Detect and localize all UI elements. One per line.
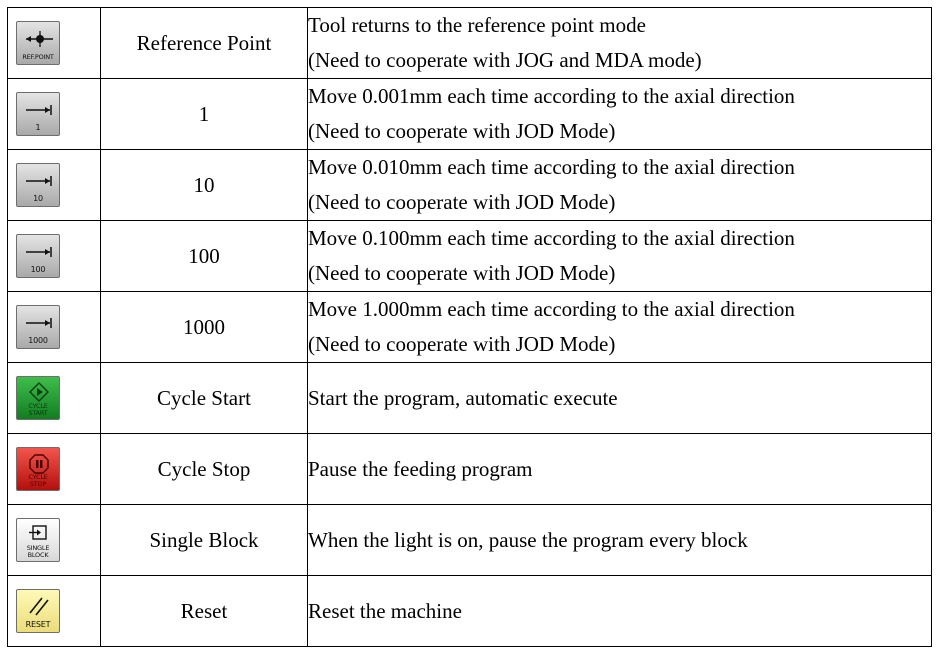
step-1000-icon: 1000 [16,305,60,349]
key-description: Pause the feeding program [307,433,932,505]
key-label-line: START [28,409,48,417]
description-line: (Need to cooperate with JOG and MDA mode… [308,48,702,72]
key-label: 1000 [28,336,48,345]
key-label: 100 [30,265,46,274]
key-description: Reset the machine [307,575,932,647]
description-line: Move 0.001mm each time according to the … [308,84,795,108]
table-row: CYCLE START Cycle Start Start the progra… [7,362,932,434]
icon-cell: 1000 [7,291,101,363]
single-block-icon: SINGLE BLOCK [16,518,60,562]
table-row: RESET Reset Reset the machine [7,575,932,647]
step-10-icon: 10 [16,163,60,207]
cycle-stop-icon: CYCLE STOP [16,447,60,491]
description-line: Reset the machine [308,598,462,623]
icon-cell: REF.POINT [7,7,101,79]
ref-point-icon: REF.POINT [16,21,60,65]
table-row: 100 100 Move 0.100mm each time according… [7,220,932,292]
key-name: 1 [100,78,308,150]
key-description: Tool returns to the reference point mode… [307,7,932,79]
key-label-line: STOP [29,480,47,488]
key-name: 10 [100,149,308,221]
table-row: 10 10 Move 0.010mm each time according t… [7,149,932,221]
description-line: Move 0.100mm each time according to the … [308,226,795,250]
key-label-line: CYCLE [28,473,48,481]
description-line: (Need to cooperate with JOD Mode) [308,261,616,285]
key-label: 1 [35,123,41,132]
reset-icon: RESET [16,589,60,633]
icon-cell: RESET [7,575,101,647]
key-label: REF.POINT [22,53,54,61]
key-label: 10 [33,194,43,203]
description-line: Move 1.000mm each time according to the … [308,297,795,321]
key-description: Move 0.010mm each time according to the … [307,149,932,221]
key-name: Reset [100,575,308,647]
key-description: Move 0.001mm each time according to the … [307,78,932,150]
key-name: 100 [100,220,308,292]
key-name: Single Block [100,504,308,576]
description-line: (Need to cooperate with JOD Mode) [308,190,616,214]
icon-cell: 1 [7,78,101,150]
key-label-line: SINGLE [26,544,50,552]
icon-cell: CYCLE STOP [7,433,101,505]
table-row: CYCLE STOP Cycle Stop Pause the feeding … [7,433,932,505]
description-line: (Need to cooperate with JOD Mode) [308,332,616,356]
key-name: 1000 [100,291,308,363]
key-name: Cycle Stop [100,433,308,505]
description-line: (Need to cooperate with JOD Mode) [308,119,616,143]
step-100-icon: 100 [16,234,60,278]
description-line: Tool returns to the reference point mode [308,13,646,37]
icon-cell: 10 [7,149,101,221]
icon-cell: SINGLE BLOCK [7,504,101,576]
cycle-start-icon: CYCLE START [16,376,60,420]
table-row: REF.POINT Reference Point Tool returns t… [7,7,932,79]
key-description: Start the program, automatic execute [307,362,932,434]
key-name: Reference Point [100,7,308,79]
key-label: CYCLE START [17,403,59,417]
key-label: RESET [25,620,51,629]
step-1-icon: 1 [16,92,60,136]
key-description: Move 1.000mm each time according to the … [307,291,932,363]
key-label: SINGLE BLOCK [17,545,59,559]
key-label-line: CYCLE [28,402,48,410]
description-line: Start the program, automatic execute [308,385,618,410]
description-line: When the light is on, pause the program … [308,527,748,552]
table-row: 1000 1000 Move 1.000mm each time accordi… [7,291,932,363]
table-row: SINGLE BLOCK Single Block When the light… [7,504,932,576]
key-description: Move 0.100mm each time according to the … [307,220,932,292]
description-line: Pause the feeding program [308,456,533,481]
operation-keys-table: REF.POINT Reference Point Tool returns t… [7,7,932,647]
table-row: 1 1 Move 0.001mm each time according to … [7,78,932,150]
key-description: When the light is on, pause the program … [307,504,932,576]
key-label-line: BLOCK [27,551,49,559]
icon-cell: 100 [7,220,101,292]
key-name: Cycle Start [100,362,308,434]
key-label: CYCLE STOP [17,474,59,488]
icon-cell: CYCLE START [7,362,101,434]
description-line: Move 0.010mm each time according to the … [308,155,795,179]
